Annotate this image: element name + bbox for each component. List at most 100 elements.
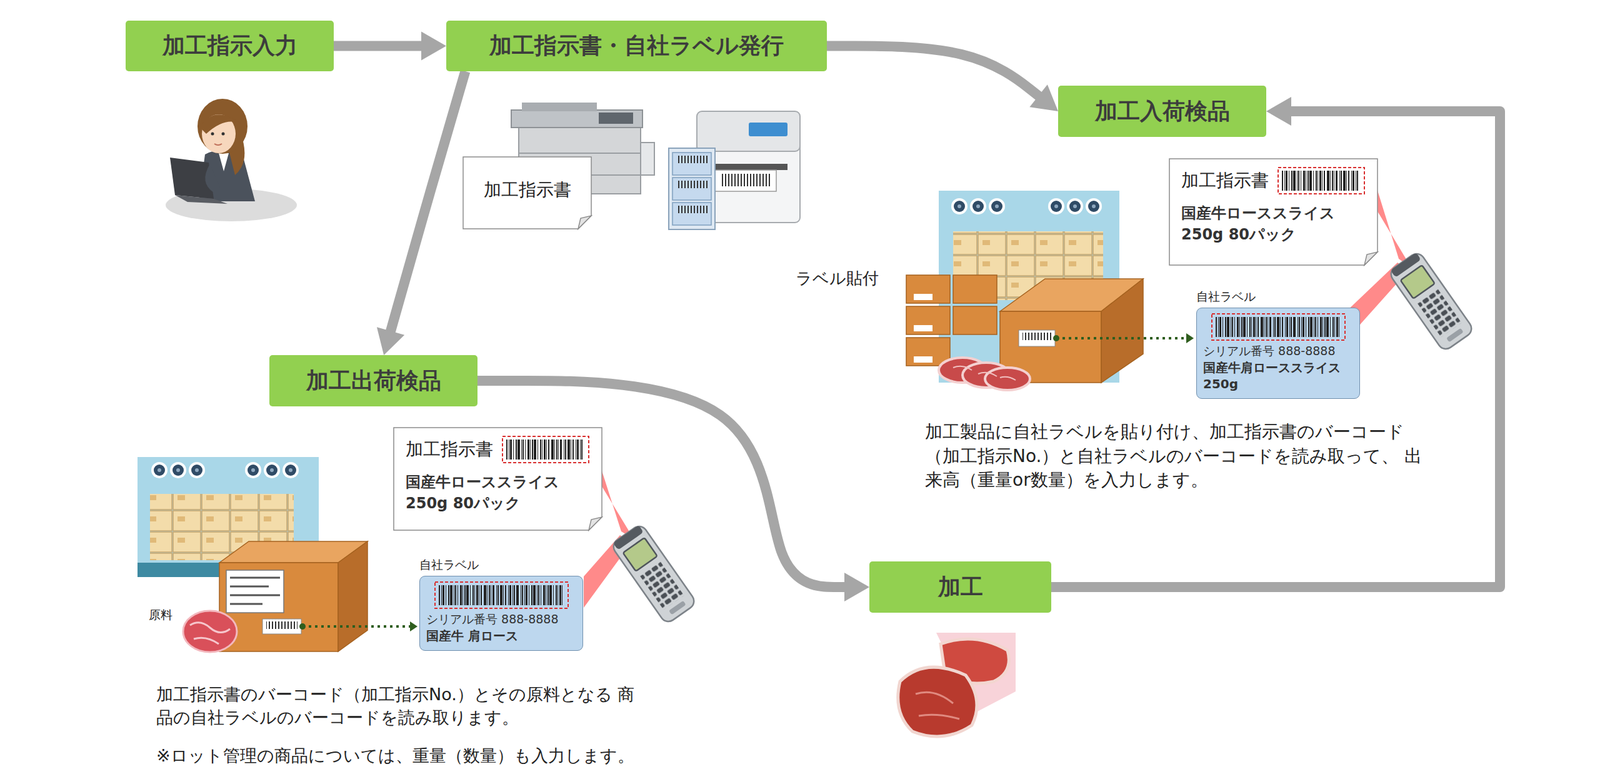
barcode-bar: [1297, 316, 1299, 337]
barcode-bar: [570, 439, 572, 460]
sheet-title: 加工指示書: [405, 437, 494, 462]
barcode-bar: [1323, 170, 1325, 191]
copier: [640, 142, 655, 175]
raw-meat: [190, 622, 230, 644]
barcode-bar: [1293, 170, 1296, 191]
barcode-bar: [1315, 170, 1317, 191]
sheet-outline: [463, 156, 592, 229]
barcode-bar: [455, 585, 457, 605]
part-label: 原料: [148, 606, 173, 623]
operator-figure: [214, 143, 222, 145]
barcode-bar: [555, 585, 557, 605]
barcode-bar: [490, 585, 492, 605]
barcode-bar: [474, 585, 475, 605]
label-sheet: [668, 148, 715, 230]
barcode-bar: [1286, 316, 1289, 337]
barcode-bar: [513, 585, 515, 605]
product-text: 国産牛ローススライス 250g 80パック: [1181, 203, 1345, 245]
label-sheet: [676, 155, 708, 164]
serial-number: シリアル番号 888-8888: [426, 611, 577, 628]
barcode-bar: [1225, 316, 1227, 337]
arrow-head: [1029, 84, 1059, 112]
barcode-bar: [1355, 170, 1357, 191]
barcode-bar: [1313, 170, 1314, 191]
barcode-bar: [540, 585, 542, 605]
warehouse: [282, 461, 299, 479]
barcode-bar: [553, 585, 554, 605]
barcode-bar: [1251, 316, 1252, 337]
barcode-bar: [528, 585, 530, 605]
arrow-head: [421, 31, 447, 61]
warehouse: [1048, 198, 1065, 215]
barcode-bar: [1241, 316, 1243, 337]
leader-line: [1186, 333, 1194, 344]
barcode-bar: [1305, 316, 1307, 337]
barcode-bar: [548, 439, 550, 460]
barcode-frame: [435, 581, 569, 609]
barcode-bar: [1234, 316, 1235, 337]
barcode-bar: [1315, 316, 1317, 337]
barcode-bar: [1239, 316, 1240, 337]
copier: [511, 110, 643, 128]
barcode-bar: [1263, 316, 1265, 337]
barcode-bar: [1326, 316, 1329, 337]
label-printer: [748, 122, 788, 137]
barcode-bar: [1309, 170, 1312, 191]
barcode-bar: [503, 585, 504, 605]
barcode-bar: [1346, 170, 1347, 191]
operator-figure: [175, 195, 228, 204]
barcode-bar: [1335, 170, 1338, 191]
barcode-bar: [1321, 170, 1323, 191]
operator-figure: [197, 98, 248, 154]
meat-slices: [938, 357, 1030, 390]
barcode-bar: [524, 585, 525, 605]
sheet-fold: [1364, 251, 1378, 265]
stage-title: 加工: [869, 561, 1052, 613]
barcode-bar: [1260, 316, 1264, 337]
barcode-bar: [1285, 316, 1286, 337]
barcode-bar: [508, 439, 510, 460]
barcode-bar: [460, 585, 462, 605]
barcode-bar: [1293, 316, 1296, 337]
barcode-bar: [492, 585, 495, 605]
leader-line: [299, 621, 418, 632]
barcode-bar: [483, 585, 487, 605]
leader-line: [1056, 336, 1187, 340]
barcode-bar: [1281, 316, 1284, 337]
warehouse: [1085, 198, 1102, 215]
barcode-bar: [510, 439, 512, 460]
barcode-bar: [540, 439, 542, 460]
leader-line: [410, 621, 418, 632]
barcode-bar: [547, 585, 549, 605]
barcode-bar: [533, 439, 537, 460]
barcode-bar: [521, 585, 524, 605]
barcode-bar: [513, 439, 514, 460]
barcode-bar: [543, 585, 545, 605]
barcode-bar: [1298, 316, 1300, 337]
barcode-bar: [531, 585, 533, 605]
barcode-bar: [554, 439, 555, 460]
company-label: 自社ラベルシリアル番号 888-8888国産牛肩ローススライス 250g: [1196, 288, 1360, 399]
barcode-bar: [541, 439, 543, 460]
barcode-bar: [1290, 316, 1292, 337]
barcode-bar: [560, 439, 562, 460]
barcode-bar: [1300, 170, 1302, 191]
label-sheet: [672, 152, 712, 175]
barcode-bar: [536, 585, 538, 605]
barcode-bar: [1280, 316, 1281, 337]
warehouse: [988, 198, 1005, 215]
barcode-frame: [502, 436, 589, 463]
cardboard-boxes: [1018, 330, 1055, 347]
serial-number: シリアル番号 888-8888: [1203, 343, 1354, 360]
stage-title-text: 加工: [938, 571, 984, 603]
barcode-bar: [1319, 170, 1322, 191]
barcode-bar: [1249, 316, 1251, 337]
label-sheet: [668, 148, 715, 230]
barcode-bar: [1255, 316, 1257, 337]
barcode-bar: [527, 439, 530, 460]
barcode-bar: [1338, 316, 1340, 337]
arrow-head: [844, 572, 870, 602]
label-sheet: [672, 177, 712, 200]
flow-arrow-line: [333, 41, 424, 52]
